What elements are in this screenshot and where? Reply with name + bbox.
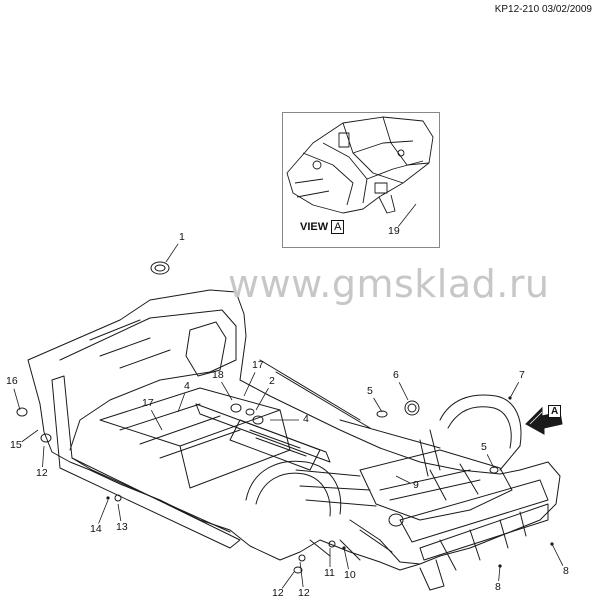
callout-c12a: 12	[36, 467, 48, 479]
callout-c17b: 17	[142, 397, 154, 409]
drawing-code: KP12-210 03/02/2009	[494, 4, 592, 15]
callout-c7: 7	[519, 369, 525, 381]
callout-c14: 14	[90, 523, 102, 535]
leader-c15	[21, 429, 39, 443]
leader-c10	[343, 547, 349, 570]
leader-c12b	[281, 571, 295, 589]
leader-c8b	[551, 543, 564, 566]
callout-c1: 1	[179, 231, 185, 243]
leader-c6	[398, 382, 409, 401]
leader-c1	[165, 243, 179, 263]
view-a-drawing	[286, 116, 434, 214]
callout-c12c: 12	[298, 587, 310, 599]
leader-c19	[398, 203, 417, 227]
view-word: VIEW	[300, 221, 329, 233]
view-letter: A	[331, 220, 345, 234]
leader-c9	[395, 475, 410, 484]
leader-c13	[117, 503, 122, 522]
leader-c4a	[177, 393, 186, 413]
view-direction-letter: A	[548, 405, 562, 418]
callout-c16: 16	[6, 375, 18, 387]
leader-c8a	[498, 565, 501, 582]
leader-c12a	[42, 445, 45, 468]
callout-c19: 19	[388, 225, 400, 237]
leader-c14	[98, 499, 109, 524]
callout-c13: 13	[116, 521, 128, 533]
callout-c12b: 12	[272, 587, 284, 599]
leader-c18	[221, 381, 233, 401]
callout-c8b: 8	[563, 565, 569, 577]
leader-c17a	[243, 372, 256, 397]
callout-c6: 6	[393, 369, 399, 381]
callout-c8a: 8	[495, 581, 501, 593]
leader-c17b	[150, 409, 163, 431]
view-a-inset	[282, 112, 440, 248]
callout-c2: 2	[269, 375, 275, 387]
callout-c18: 18	[212, 369, 224, 381]
callout-c4b: 4	[303, 413, 309, 425]
callout-c10: 10	[344, 569, 356, 581]
callout-c5b: 5	[481, 441, 487, 453]
leader-c5a	[373, 397, 383, 413]
leader-c12c	[299, 561, 304, 588]
callout-c11: 11	[324, 567, 335, 579]
leader-c5b	[486, 454, 495, 469]
leader-c16	[13, 388, 21, 411]
leader-c2	[255, 387, 269, 411]
callout-c5a: 5	[367, 385, 373, 397]
callout-c9: 9	[413, 479, 419, 491]
callout-c17a: 17	[252, 359, 264, 371]
watermark: www.gmsklad.ru	[228, 262, 550, 306]
leader-c7	[509, 381, 519, 399]
callout-c4a: 4	[184, 380, 190, 392]
callout-c15: 15	[10, 439, 22, 451]
